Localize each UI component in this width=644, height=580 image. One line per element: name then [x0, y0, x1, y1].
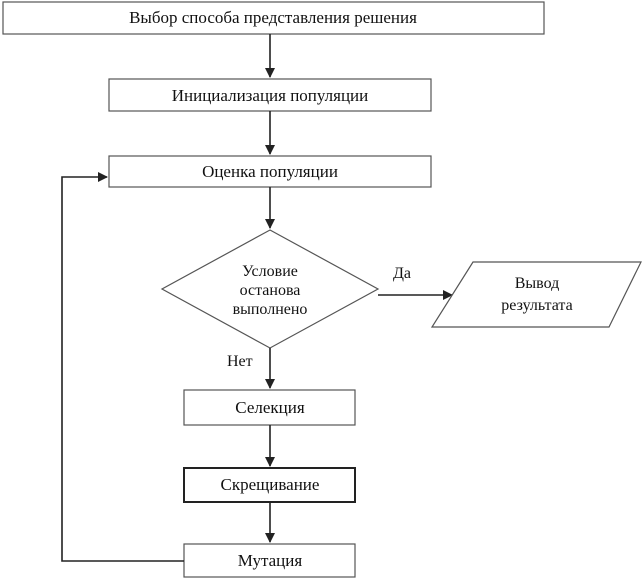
node-crossover-label: Скрещивание: [221, 475, 320, 494]
node-selection: Селекция: [183, 389, 356, 426]
edge-label-yes: Да: [393, 265, 411, 282]
node-evaluate-population: Оценка популяции: [108, 155, 432, 188]
node-init-population-label: Инициализация популяции: [172, 86, 369, 105]
node-stop-condition-line-1: Условие: [242, 263, 298, 280]
node-selection-label: Селекция: [235, 398, 305, 417]
node-choose-representation: Выбор способа представления решения: [2, 1, 545, 35]
node-output-result-line-2: результата: [501, 297, 572, 314]
node-init-population: Инициализация популяции: [108, 78, 432, 112]
node-evaluate-population-label: Оценка популяции: [202, 162, 338, 181]
node-output-result-line-1: Вывод: [515, 275, 560, 292]
node-output-result: Вывод результата: [430, 261, 642, 328]
node-choose-representation-label: Выбор способа представления решения: [129, 8, 417, 27]
node-stop-condition-line-3: выполнено: [233, 301, 308, 318]
node-stop-condition: Условие останова выполнено: [160, 229, 380, 349]
node-stop-condition-line-2: останова: [240, 282, 301, 299]
node-mutation-label: Мутация: [238, 551, 303, 570]
arrow-loop-back-to-evaluate: [61, 172, 184, 562]
node-mutation: Мутация: [183, 543, 356, 578]
edge-label-no: Нет: [227, 353, 253, 370]
node-crossover: Скрещивание: [183, 467, 356, 503]
